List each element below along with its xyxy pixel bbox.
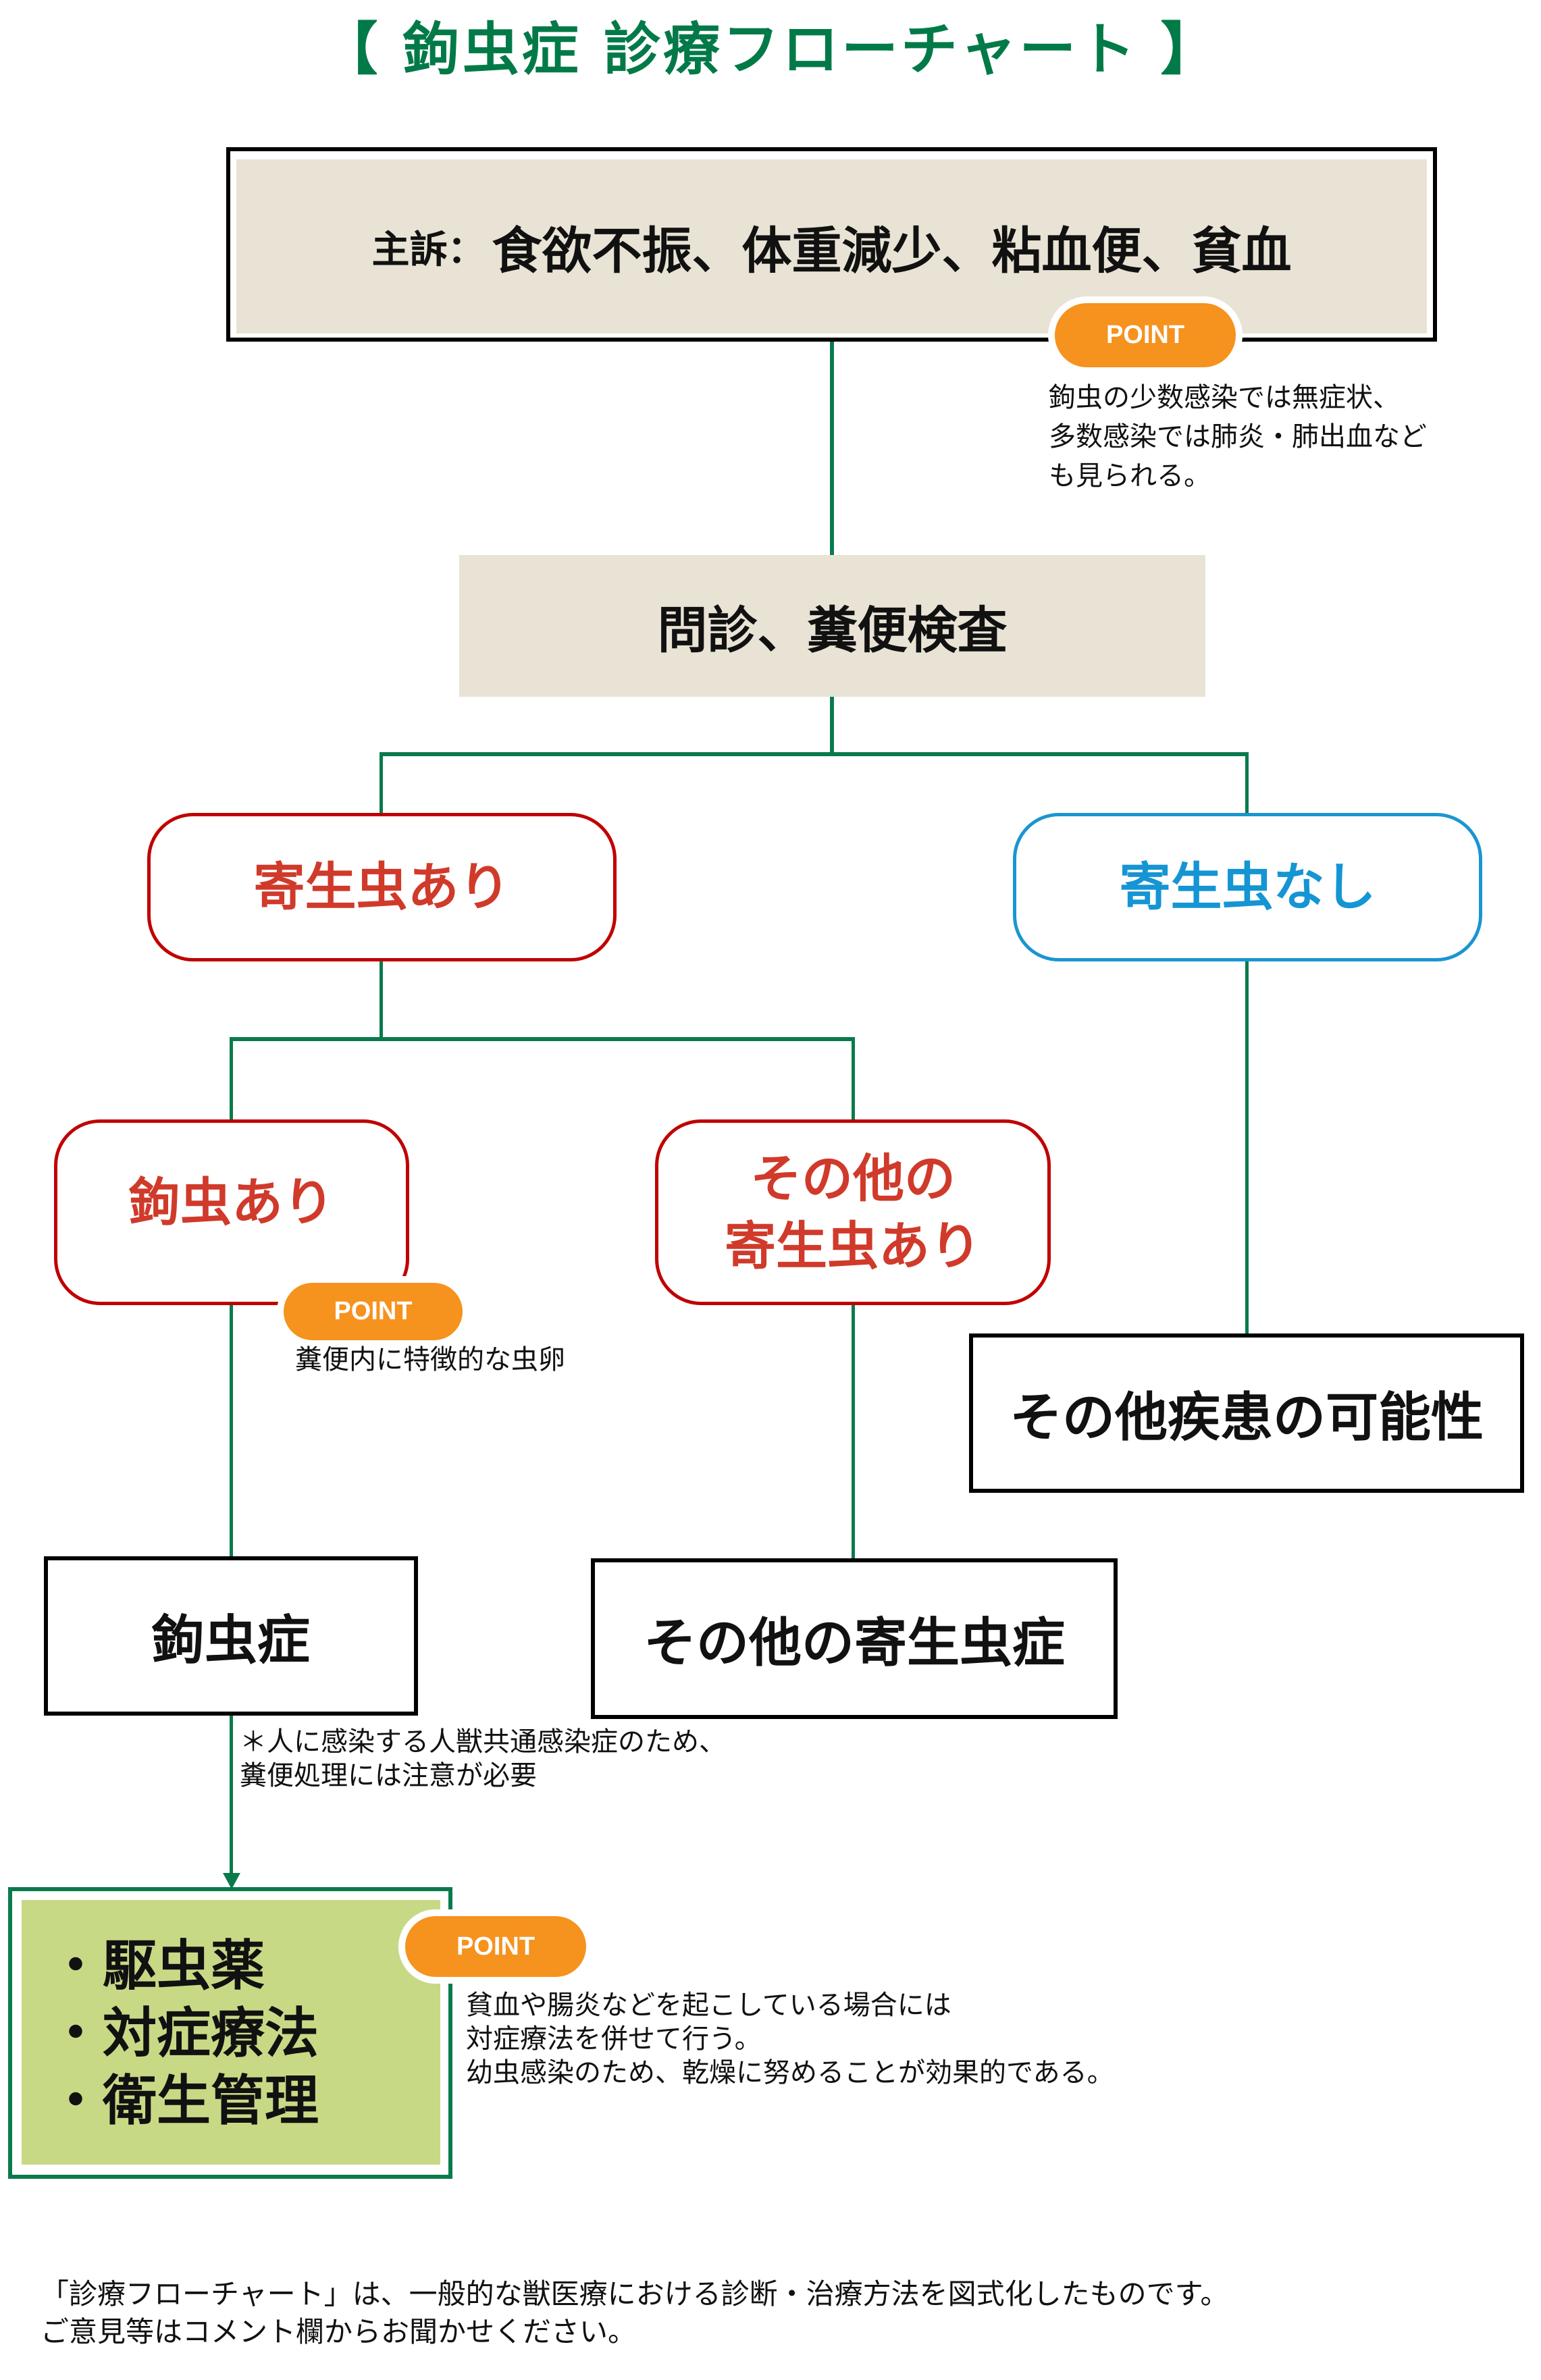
exam-node: 問診、糞便検査 — [459, 555, 1205, 697]
other-parasite-disease-node: その他の寄生虫症 — [591, 1558, 1118, 1719]
arrow-down-icon — [223, 1873, 240, 1889]
connector-parasite-no-down — [1245, 961, 1249, 1334]
other-parasite-yes-node: その他の 寄生虫あり — [655, 1119, 1051, 1305]
point-badge-hookworm: POINT — [284, 1283, 463, 1340]
point-badge-treatment: POINT — [405, 1916, 586, 1977]
connector-exam-down — [830, 697, 834, 755]
chief-complaint-value: 食欲不振、体重減少、粘血便、貧血 — [492, 221, 1292, 280]
connector-branch-2 — [230, 1037, 855, 1041]
page-title: 【 鉤虫症 診療フローチャート 】 — [321, 16, 1220, 82]
note-hookworm: 糞便内に特徴的な虫卵 — [295, 1344, 565, 1375]
note-zoonosis: ＊人に感染する人獣共通感染症のため、 糞便処理には注意が必要 — [240, 1726, 726, 1791]
chief-complaint-label: 主訴： — [371, 228, 486, 272]
connector-to-hookworm-yes — [230, 1037, 233, 1121]
parasite-no-node: 寄生虫なし — [1013, 813, 1482, 961]
hookworm-yes-node: 鉤虫あり — [54, 1119, 409, 1305]
connector-hookworm-yes-down — [230, 1304, 233, 1557]
hookworm-disease-node: 鉤虫症 — [44, 1556, 418, 1716]
connector-branch-1 — [380, 752, 1249, 756]
note-treatment: 貧血や腸炎などを起こしている場合には 対症療法を併せて行う。 幼虫感染のため、乾… — [466, 1990, 1114, 2088]
chief-complaint-content: 主訴： 食欲不振、体重減少、粘血便、貧血 — [236, 159, 1427, 334]
footer-text: 「診療フローチャート」は、一般的な獣医療における診断・治療方法を図式化したもので… — [41, 2277, 1229, 2348]
treatment-list: ・駆虫薬 ・対症療法 ・衛生管理 — [22, 1900, 440, 2165]
treatment-item-symptomatic: ・対症療法 — [49, 2002, 319, 2065]
connector-other-parasite-down — [852, 1304, 855, 1559]
connector-to-parasite-yes — [380, 752, 383, 814]
parasite-yes-node: 寄生虫あり — [147, 813, 617, 961]
note-chief-complaint: 鉤虫の少数感染では無症状、 多数感染では肺炎・肺出血など も見られる。 — [1049, 382, 1427, 492]
connector-cc-to-exam — [830, 341, 834, 556]
connector-to-parasite-no — [1245, 752, 1249, 814]
connector-to-other-parasite-yes — [852, 1037, 855, 1121]
connector-parasite-yes-down — [380, 961, 383, 1040]
point-badge-chief-complaint: POINT — [1055, 303, 1236, 367]
treatment-item-anthelmintic: ・駆虫薬 — [49, 1934, 265, 1997]
treatment-item-hygiene: ・衛生管理 — [49, 2069, 319, 2132]
connector-hookworm-disease-down — [230, 1715, 233, 1877]
other-disease-node: その他疾患の可能性 — [969, 1333, 1524, 1493]
